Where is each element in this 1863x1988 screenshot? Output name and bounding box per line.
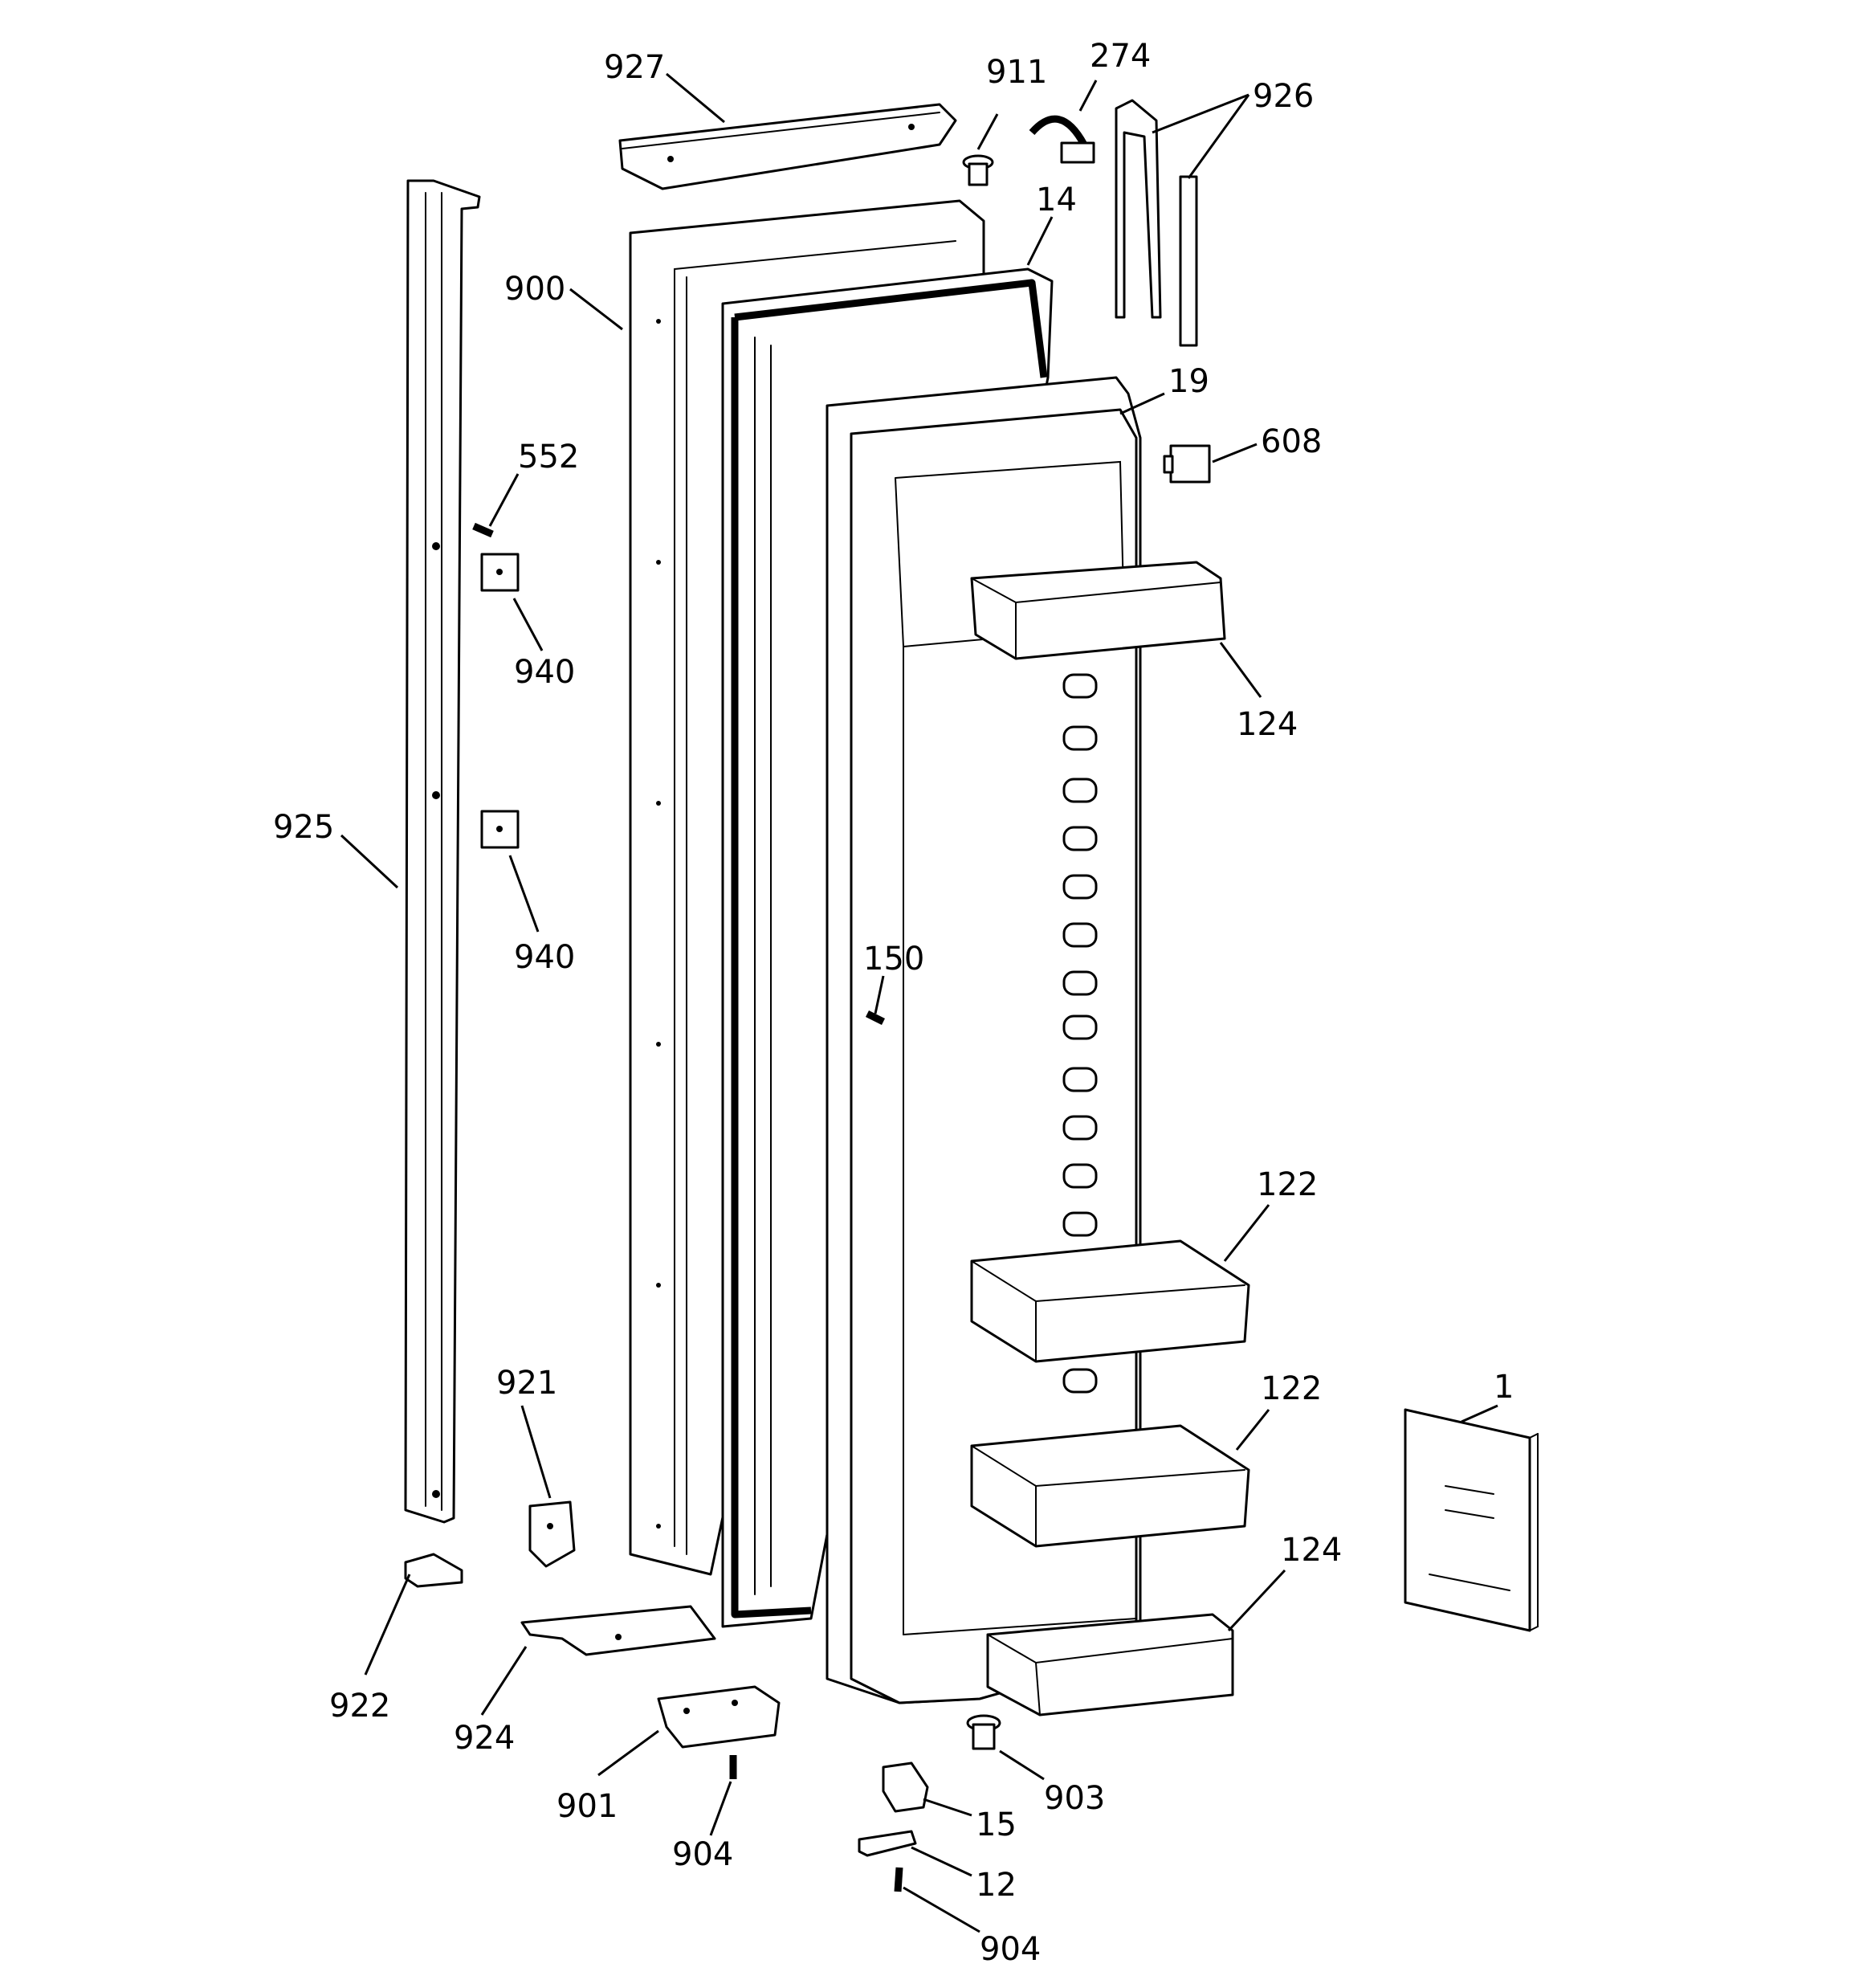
callout-19: 19: [1168, 363, 1209, 400]
part-924-bottom-trim: [520, 1605, 716, 1656]
part-904-screw-lower: [894, 1867, 903, 1892]
part-940-handle-mount-lower: [480, 810, 520, 849]
callout-904-left: 904: [672, 1836, 733, 1873]
callout-124-upper: 124: [1237, 706, 1298, 743]
callout-labels: 927 911 274 926 14 900 19 608 552 940 12…: [273, 38, 1514, 1968]
callout-150: 150: [863, 941, 924, 978]
part-903-bushing: [966, 1714, 1001, 1750]
callout-927: 927: [604, 49, 665, 86]
callout-15: 15: [976, 1806, 1017, 1843]
callout-122-upper: 122: [1257, 1166, 1318, 1203]
callout-926: 926: [1253, 78, 1314, 115]
callout-925: 925: [273, 809, 334, 846]
callout-1: 1: [1494, 1369, 1514, 1406]
part-921-bracket: [528, 1500, 576, 1568]
part-926-door-side-trim: [1115, 99, 1198, 347]
callout-922: 922: [329, 1688, 390, 1725]
callout-901: 901: [556, 1788, 618, 1825]
part-925-door-handle: [404, 179, 481, 1524]
callout-911: 911: [986, 54, 1047, 91]
part-12-hinge-bracket: [858, 1830, 917, 1857]
callout-274: 274: [1090, 38, 1151, 75]
callout-124-lower: 124: [1281, 1532, 1342, 1569]
part-922-handle-end-cap: [404, 1553, 463, 1588]
part-15-door-stop: [882, 1761, 929, 1813]
leader-lines: [340, 72, 1498, 1933]
callout-12: 12: [976, 1867, 1017, 1904]
callout-904-right: 904: [980, 1931, 1041, 1968]
part-901-bottom-cap: [657, 1685, 781, 1749]
callout-122-lower: 122: [1261, 1370, 1322, 1407]
part-911-bushing: [962, 154, 994, 186]
part-19-door-liner: [826, 376, 1142, 1704]
callout-940-lower: 940: [514, 939, 575, 976]
part-608-switch: [1163, 444, 1211, 484]
callout-921: 921: [496, 1365, 557, 1402]
part-122-shelf-bin-lower: [970, 1424, 1250, 1548]
callout-608: 608: [1261, 423, 1322, 460]
part-150-screw: [865, 1010, 886, 1026]
part-124-door-bin-upper: [970, 561, 1226, 660]
callout-903: 903: [1044, 1780, 1105, 1817]
callout-552: 552: [518, 439, 579, 476]
part-940-handle-mount-upper: [480, 553, 520, 592]
part-1-owners-manual: [1404, 1408, 1539, 1632]
part-552-screw: [472, 522, 494, 538]
part-122-shelf-bin-upper: [970, 1239, 1250, 1363]
callout-940-upper: 940: [514, 654, 575, 691]
liner-shelf-ribs: [1062, 673, 1098, 1394]
part-124-door-bin-lower: [986, 1613, 1234, 1717]
callout-900: 900: [504, 271, 565, 308]
part-274-wire-harness: [1029, 115, 1095, 164]
callout-14: 14: [1036, 182, 1077, 218]
part-927-top-trim: [618, 103, 957, 190]
callout-924: 924: [454, 1720, 515, 1757]
